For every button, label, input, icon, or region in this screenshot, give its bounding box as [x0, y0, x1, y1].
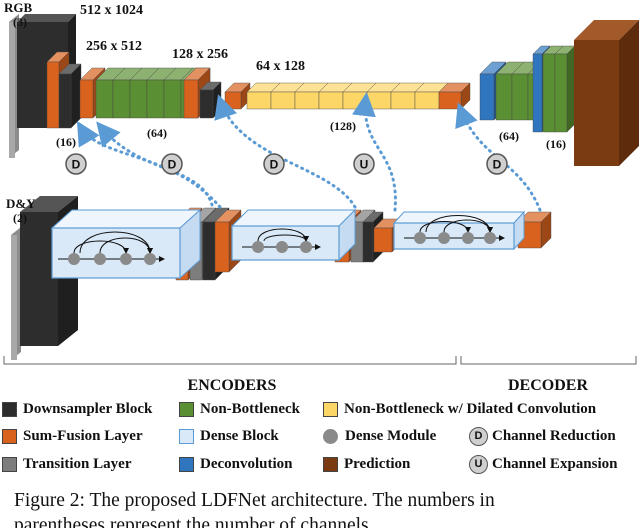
dense-block-3-dense-module-1: [414, 232, 426, 244]
legend-item-downsampler: Downsampler Block: [2, 398, 152, 420]
svg-text:U: U: [360, 158, 369, 172]
legend-swatch-dense-block: [179, 428, 194, 444]
svg-text:D: D: [168, 158, 177, 172]
svg-text:D: D: [270, 158, 279, 172]
encoders-label: ENCODERS: [188, 377, 277, 394]
caption-line-2: parentheses represent the number of chan…: [14, 515, 374, 528]
dense-block-1-dense-module-2: [94, 253, 106, 265]
downsampler-block-2: [58, 63, 82, 129]
sum-fusion-layer-4: [224, 82, 251, 110]
dense-block-3-dense-module-2: [438, 232, 450, 244]
encoder-channels-64: (64): [147, 126, 167, 140]
legend-swatch-downsampler: [2, 401, 17, 417]
legend-item-dilated: Non-Bottleneck w/ Dilated Convolution: [323, 398, 596, 420]
legend-item-sum-fusion: Sum-Fusion Layer: [2, 425, 143, 447]
legend: Downsampler Block Non-Bottleneck Non-Bot…: [0, 396, 640, 484]
dense-block-1-dense-module-4: [144, 253, 156, 265]
downsampler-block-3: [199, 81, 222, 119]
decoder-channels-16: (16): [546, 137, 566, 151]
architecture-diagram: D D D U D RGB (3) 512 x 1024 256 x 512 1…: [3, 0, 639, 394]
dy-input-tensor: [11, 227, 21, 360]
legend-item-non-bottleneck: Non-Bottleneck: [179, 398, 300, 420]
legend-item-prediction: Prediction: [323, 453, 410, 475]
dense-block-1-dense-module-1: [68, 253, 80, 265]
legend-swatch-prediction: [323, 456, 338, 472]
legend-swatch-dilated: [323, 401, 338, 417]
dense-block-1: [50, 208, 202, 280]
decoder-label: DECODER: [508, 377, 588, 394]
dy-label: D&Y: [6, 196, 36, 211]
dense-block-3-dense-module-3: [462, 232, 474, 244]
legend-item-channel-reduction: D Channel Reduction: [469, 425, 616, 447]
dense-block-2-dense-module-3: [300, 241, 312, 253]
resolution-128x256: 128 x 256: [172, 47, 228, 62]
dense-block-3-dense-module-4: [484, 232, 496, 244]
prediction-output-block: [574, 20, 639, 166]
legend-swatch-transition: [2, 456, 17, 472]
caption-line-1: Figure 2: The proposed LDFNet architectu…: [14, 490, 495, 511]
resolution-64x128: 64 x 128: [256, 59, 305, 74]
decoder-channels-64: (64): [499, 129, 519, 143]
legend-item-transition: Transition Layer: [2, 453, 131, 475]
resolution-256x512: 256 x 512: [86, 39, 142, 54]
encoders-brace: [3, 356, 457, 365]
rgb-label: RGB: [4, 0, 33, 15]
rgb-input-tensor: [9, 14, 19, 158]
legend-item-deconvolution: Deconvolution: [179, 453, 293, 475]
dense-block-1-dense-module-3: [120, 253, 132, 265]
dense-block-1-modules: [58, 231, 165, 265]
dense-block-3: [392, 210, 526, 251]
legend-swatch-sum-fusion: [2, 428, 17, 444]
skip-connection-3: [214, 94, 357, 209]
dense-block-2-dense-module-2: [276, 241, 288, 253]
channel-reduction-op-1: D: [65, 153, 87, 175]
dy-channels-label: (2): [13, 211, 27, 225]
channel-reduction-op-4: D: [486, 153, 508, 175]
decoder-non-bottleneck-5: [554, 45, 576, 133]
dense-block-3-modules: [404, 215, 505, 244]
dense-block-2-dense-module-1: [252, 241, 264, 253]
decoder-brace: [460, 356, 637, 365]
legend-swatch-non-bottleneck: [179, 401, 194, 417]
svg-text:D: D: [493, 158, 502, 172]
legend-item-dense-module: Dense Module: [323, 425, 436, 447]
dense-block-2-modules: [242, 228, 321, 253]
encoder-channels-128: (128): [330, 119, 356, 133]
legend-swatch-deconvolution: [179, 456, 194, 472]
channel-reduction-op-2: D: [161, 153, 183, 175]
channel-expansion-icon: U: [469, 454, 488, 474]
resolution-512x1024: 512 x 1024: [80, 3, 143, 18]
legend-item-channel-expansion: U Channel Expansion: [469, 453, 617, 475]
channel-reduction-op-3: D: [263, 153, 285, 175]
svg-text:D: D: [72, 158, 81, 172]
channel-reduction-icon: D: [469, 426, 488, 446]
legend-item-dense-block: Dense Block: [179, 425, 279, 447]
encoder-channels-16: (16): [56, 135, 76, 149]
channel-expansion-op: U: [353, 153, 375, 175]
rgb-channels-label: (3): [13, 15, 27, 29]
skip-connection-4: [352, 92, 397, 212]
dense-module-icon: [323, 428, 338, 444]
figure-caption: Figure 2: The proposed LDFNet architectu…: [14, 488, 634, 528]
